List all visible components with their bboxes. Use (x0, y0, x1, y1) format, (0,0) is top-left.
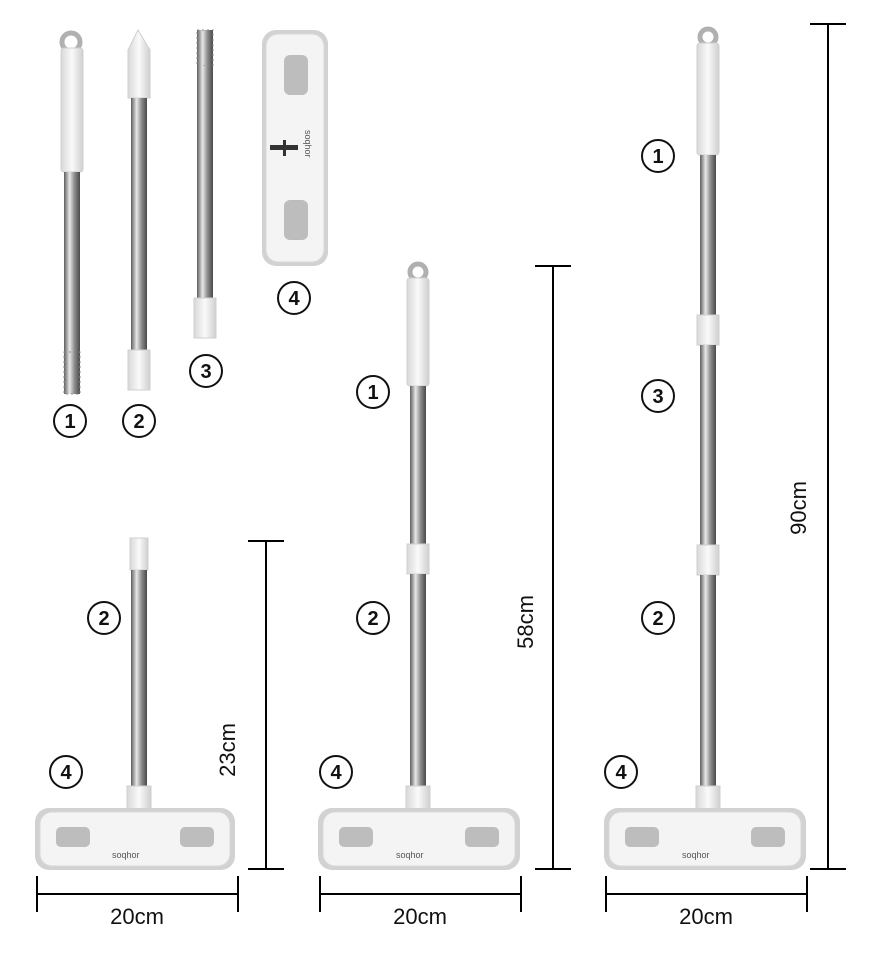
svg-text:2: 2 (98, 608, 109, 630)
width-label-b: 20cm (393, 904, 447, 929)
label-part-2: 2 (122, 404, 156, 438)
part-3-pole (193, 29, 217, 339)
part-1-pole-with-hook (59, 30, 84, 395)
brand-text-vertical: soqhor (303, 130, 313, 158)
svg-text:3: 3 (200, 361, 211, 383)
label-c-part-1: 1 (641, 139, 675, 173)
label-c-part-2: 2 (641, 601, 675, 635)
dimension-b-width: 20cm (319, 876, 522, 929)
svg-text:1: 1 (64, 411, 75, 433)
part-2-pole (127, 28, 151, 391)
dimension-c-width: 20cm (605, 876, 808, 929)
dimension-a-height: 23cm (215, 540, 284, 870)
label-b-part-4: 4 (319, 755, 353, 789)
brand-text-b: soqhor (396, 850, 424, 860)
label-part-3: 3 (189, 354, 223, 388)
assembly-long: soqhor (604, 26, 806, 870)
svg-text:1: 1 (652, 146, 663, 168)
dimension-c-height: 90cm (786, 23, 846, 870)
brand-text-c: soqhor (682, 850, 710, 860)
label-c-part-3: 3 (641, 379, 675, 413)
label-a-part-4: 4 (49, 755, 83, 789)
label-a-part-2: 2 (87, 601, 121, 635)
dimension-b-height: 58cm (513, 265, 571, 870)
svg-text:4: 4 (615, 762, 627, 784)
part-4-mop-head: soqhor (262, 30, 328, 266)
label-part-1: 1 (53, 404, 87, 438)
svg-text:4: 4 (288, 288, 300, 310)
assembly-short: soqhor (35, 537, 235, 870)
brand-text-a: soqhor (112, 850, 140, 860)
svg-text:1: 1 (367, 382, 378, 404)
svg-text:2: 2 (652, 608, 663, 630)
height-label-c: 90cm (786, 481, 811, 535)
height-label-b: 58cm (513, 595, 538, 649)
dimension-a-width: 20cm (36, 876, 239, 929)
svg-text:3: 3 (652, 386, 663, 408)
label-b-part-2: 2 (356, 601, 390, 635)
assembly-mid: soqhor (318, 261, 520, 870)
width-label-c: 20cm (679, 904, 733, 929)
label-b-part-1: 1 (356, 375, 390, 409)
height-label-a: 23cm (215, 723, 240, 777)
width-label-a: 20cm (110, 904, 164, 929)
label-c-part-4: 4 (604, 755, 638, 789)
svg-text:2: 2 (367, 608, 378, 630)
svg-text:4: 4 (330, 762, 342, 784)
label-part-4: 4 (277, 281, 311, 315)
svg-text:4: 4 (60, 762, 72, 784)
svg-text:2: 2 (133, 411, 144, 433)
